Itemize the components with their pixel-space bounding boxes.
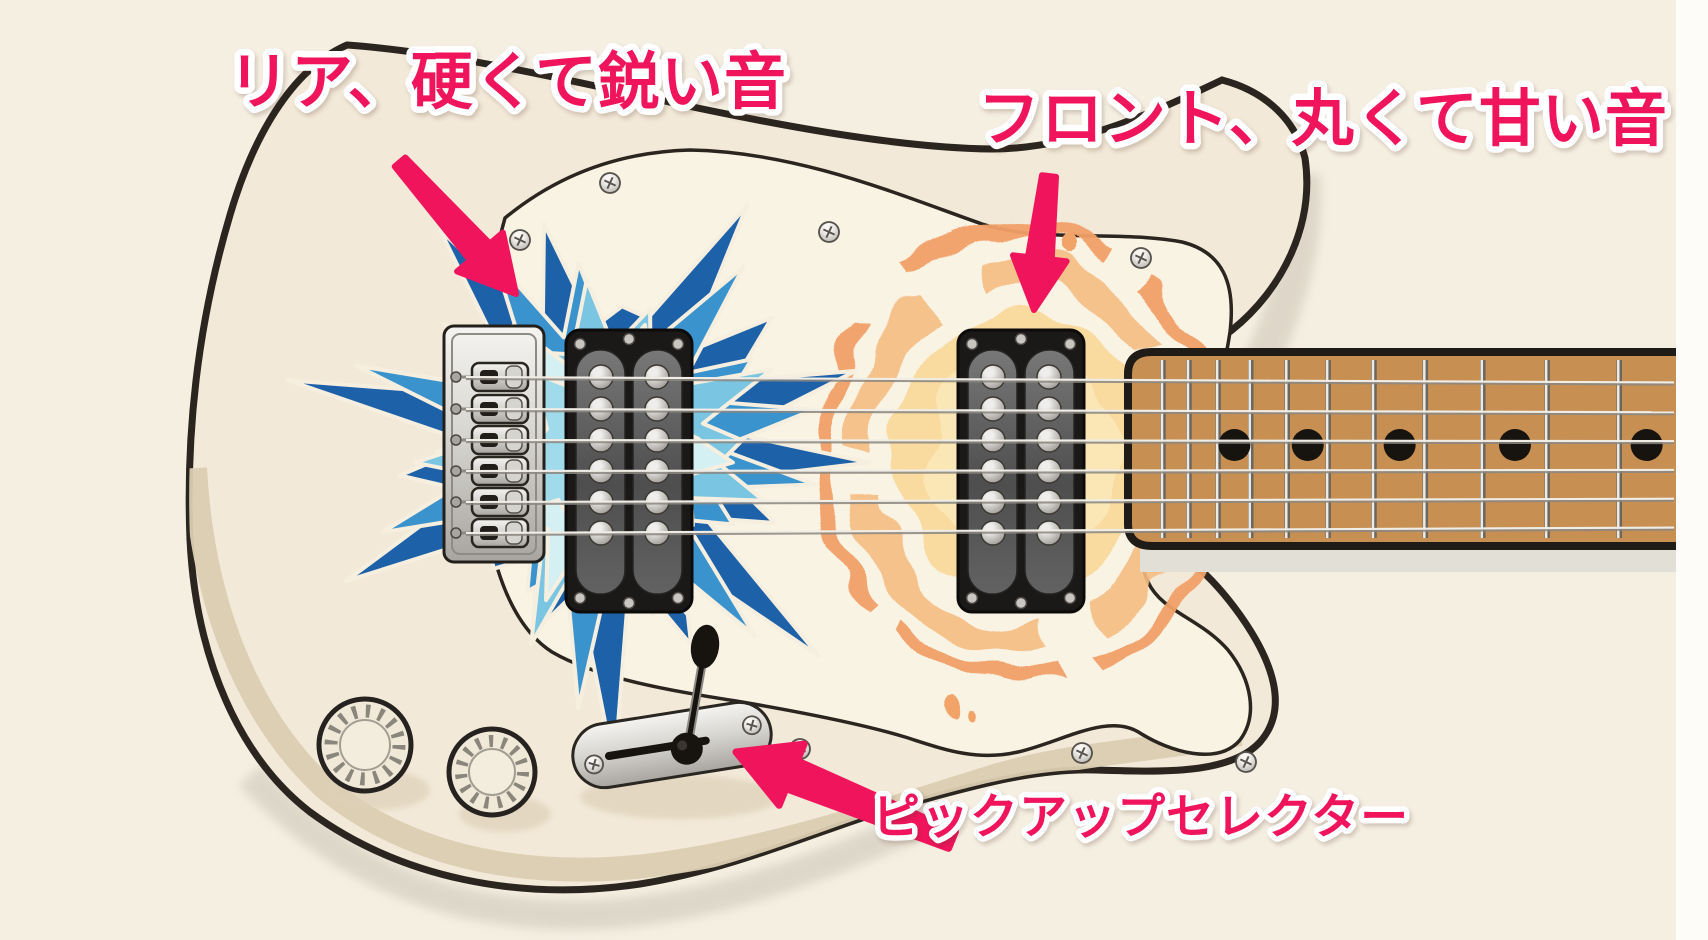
volume-knob: [316, 696, 414, 794]
fret-dots: [1218, 429, 1663, 461]
arrow-to-rear-pickup: [391, 154, 519, 297]
neck-side: [1140, 546, 1676, 572]
label-front-pickup: フロント、丸くて甘い音: [978, 85, 1668, 154]
arrow-to-front-pickup: [1010, 172, 1070, 313]
tone-knob: [446, 726, 538, 818]
right-edge-strip: [1676, 0, 1708, 940]
body-edge-band: [189, 467, 1243, 882]
frets: [1160, 360, 1623, 538]
bridge-saddles: [450, 361, 530, 549]
bridge: [442, 324, 546, 564]
label-rear-pickup: リア、硬くて鋭い音: [228, 48, 787, 117]
label-pickup-selector: ピックアップセレクター: [872, 791, 1409, 844]
arrow-to-selector: [732, 740, 959, 852]
switch-screws: [584, 715, 762, 775]
pickup-pole-pieces: [573, 332, 1077, 610]
pickguard-screws: [509, 172, 1257, 773]
annotation-arrows: [391, 154, 1070, 852]
pickup-selector-switch: [571, 624, 773, 790]
annotation-labels: リア、硬くて鋭い音 フロント、丸くて甘い音 ピックアップセレクター: [222, 42, 1674, 850]
strings: [465, 375, 1675, 537]
neck-fretboard: [1124, 348, 1676, 572]
